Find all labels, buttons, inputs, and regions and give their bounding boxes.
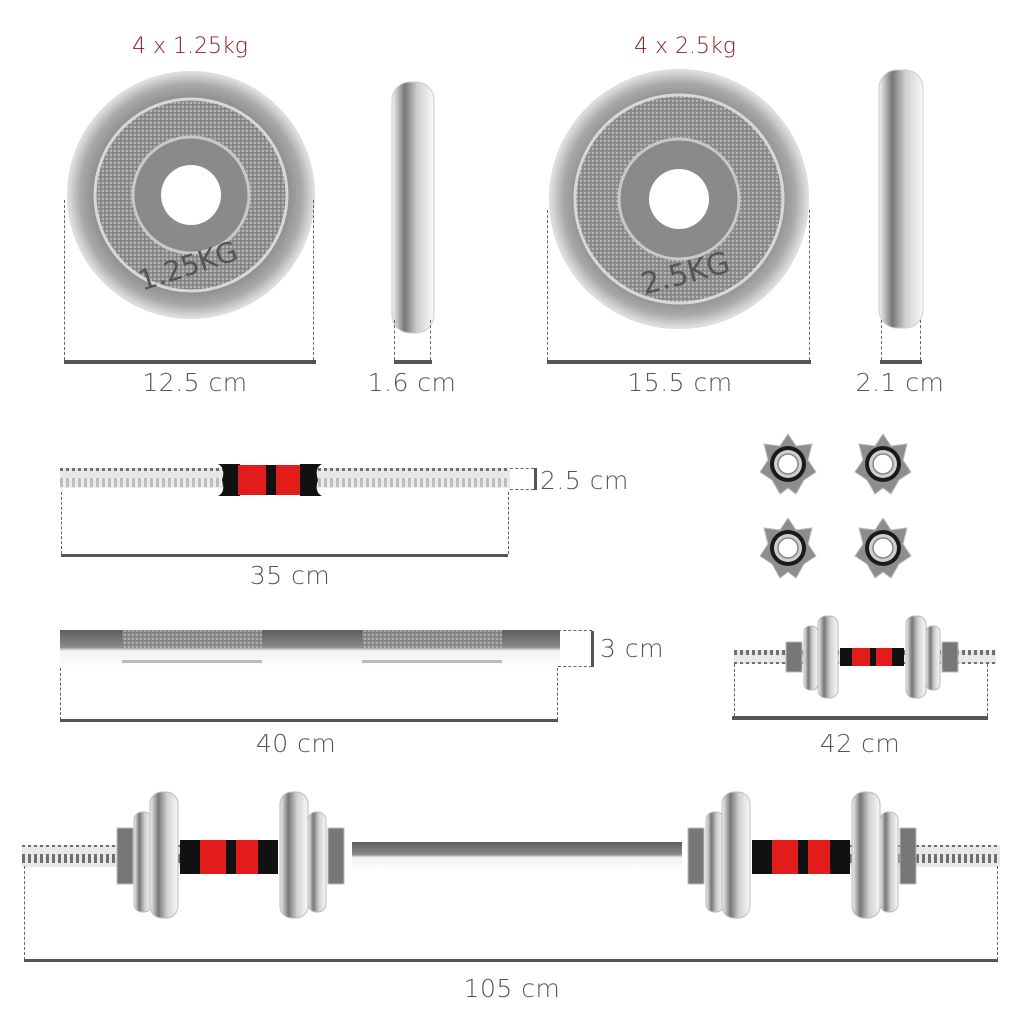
bar-length-label: 40 cm [255, 729, 337, 758]
handle-length-guide-left [61, 492, 62, 554]
handle-length-line [61, 554, 508, 557]
handle-diameter-guide-top [510, 468, 534, 469]
large-plate-thickness-guide-right [920, 320, 921, 360]
dumbbell-length-guide-left [734, 664, 735, 716]
bar-diameter-guide-bottom [558, 666, 592, 667]
large-plate-side-image [878, 69, 924, 329]
small-plate-diameter-line [64, 360, 316, 364]
small-plate-front-image: 1.25KG [67, 71, 315, 319]
handle-length-guide-right [508, 492, 509, 554]
large-plate-thickness-line [880, 360, 922, 364]
barbell-length-line [24, 959, 998, 962]
bar-length-guide-left [60, 668, 61, 720]
small-plate-thickness-guide-left [394, 320, 395, 360]
connector-bar-image [60, 630, 560, 668]
handle-length-label: 35 cm [249, 561, 331, 590]
small-plate-dim-guide-right [313, 200, 314, 360]
small-plate-diameter-label: 12.5 cm [142, 368, 248, 397]
dumbbell-length-line [732, 716, 988, 720]
large-plate-thickness-guide-left [881, 320, 882, 360]
large-plate-diameter-line [547, 360, 811, 364]
small-plate-title: 4 x 1.25kg [132, 34, 248, 59]
bar-diameter-tick [591, 631, 594, 667]
single-dumbbell-image [734, 615, 996, 699]
large-plate-diameter-label: 15.5 cm [627, 368, 733, 397]
bar-diameter-guide-top [558, 630, 592, 631]
bar-length-guide-right [557, 668, 558, 720]
large-plate-thickness-label: 2.1 cm [855, 368, 945, 397]
large-plate-front-image: 2.5KG [549, 69, 809, 329]
small-plate-thickness-line [394, 360, 432, 364]
dumbbell-length-label: 42 cm [819, 729, 901, 758]
dumbbell-length-guide-right [987, 664, 988, 716]
handle-diameter-guide-bottom [510, 489, 534, 490]
dumbbell-handle-image [60, 464, 510, 496]
small-plate-dim-guide-left [64, 200, 65, 360]
small-plate-side-image [391, 81, 435, 334]
bar-diameter-label: 3 cm [600, 634, 664, 663]
small-plate-thickness-guide-right [430, 320, 431, 360]
large-plate-title: 4 x 2.5kg [634, 34, 736, 59]
large-plate-dim-guide-right [809, 210, 810, 360]
small-plate-thickness-label: 1.6 cm [367, 368, 457, 397]
bar-length-line [60, 719, 558, 722]
barbell-length-guide-left [24, 866, 25, 960]
barbell-image [22, 791, 1000, 919]
collars-image [760, 433, 912, 579]
barbell-length-label: 105 cm [463, 974, 561, 1003]
barbell-length-guide-right [997, 866, 998, 960]
handle-diameter-tick [534, 468, 537, 490]
handle-diameter-label: 2.5 cm [540, 466, 629, 495]
large-plate-dim-guide-left [547, 210, 548, 360]
